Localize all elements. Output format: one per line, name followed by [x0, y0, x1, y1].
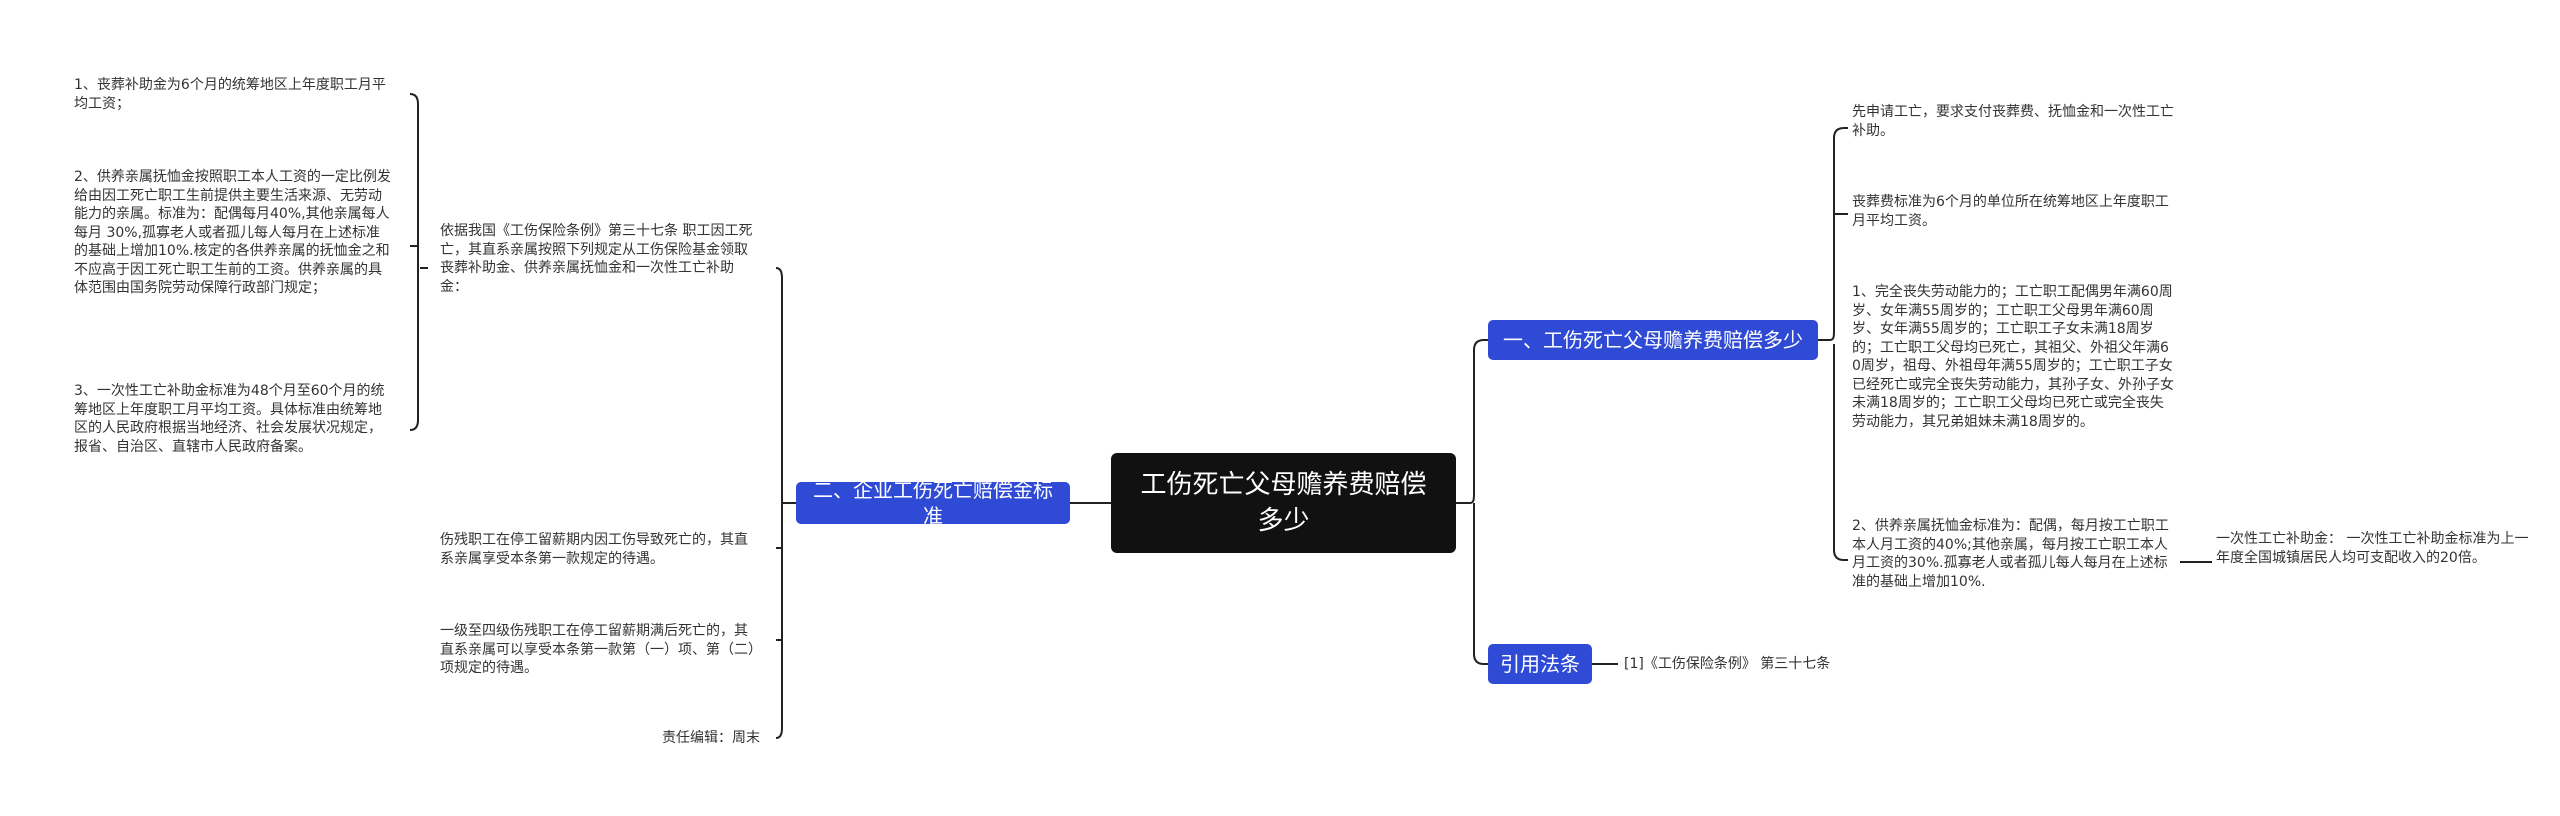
- connector-root-right: [1456, 339, 1488, 665]
- right1-sub-item: 一次性工亡补助金： 一次性工亡补助金标准为上一年度全国城镇居民人均可支配收入的2…: [2216, 531, 2529, 566]
- right1-item-4: 2、供养亲属抚恤金标准为：配偶，每月按工亡职工本人月工资的40%;其他亲属，每月…: [1852, 518, 2169, 590]
- left-intro-item-1: 1、丧葬补助金为6个月的统筹地区上年度职工月平均工资；: [74, 77, 386, 112]
- root-topic-label: 工伤死亡父母赡养费赔偿多少: [1140, 470, 1427, 536]
- reference-law-item: [1]《工伤保险条例》 第三十七条: [1624, 656, 1831, 672]
- right1-item-1: 先申请工亡，要求支付丧葬费、抚恤金和一次性工亡补助。: [1852, 104, 2174, 139]
- branch-left-label: 二、企业工伤死亡赔偿金标准: [813, 478, 1053, 528]
- branch-right-2-label: 引用法条: [1500, 652, 1580, 676]
- right1-item-3: 1、完全丧失劳动能力的；工亡职工配偶男年满60周岁、女年满55周岁的；工亡职工父…: [1852, 284, 2174, 430]
- bracket-right-branch-1: [1818, 127, 1848, 561]
- bracket-intro-items: [409, 93, 428, 431]
- left-intro-item-2: 2、供养亲属抚恤金按照职工本人工资的一定比例发给由因工死亡职工生前提供主要生活来…: [74, 169, 391, 296]
- left-intro-text: 依据我国《工伤保险条例》第三十七条 职工因工死亡，其直系亲属按照下列规定从工伤保…: [440, 223, 753, 295]
- branch-right-1[interactable]: 一、工伤死亡父母赡养费赔偿多少: [1488, 320, 1818, 360]
- branch-right-2[interactable]: 引用法条: [1488, 644, 1592, 684]
- right1-item-2: 丧葬费标准为6个月的单位所在统筹地区上年度职工月平均工资。: [1852, 194, 2169, 229]
- editor-credit: 责任编辑：周末: [662, 730, 760, 746]
- branch-left[interactable]: 二、企业工伤死亡赔偿金标准: [796, 478, 1070, 528]
- bracket-left-branch: [775, 267, 796, 739]
- branch-right-1-label: 一、工伤死亡父母赡养费赔偿多少: [1503, 328, 1803, 352]
- left-intro-item-3: 3、一次性工亡补助金标准为48个月至60个月的统筹地区上年度职工月平均工资。具体…: [74, 383, 385, 455]
- root-topic[interactable]: 工伤死亡父母赡养费赔偿多少: [1111, 453, 1456, 553]
- left-item-level: 一级至四级伤残职工在停工留薪期满后死亡的，其直系亲属可以享受本条第一款第（一）项…: [440, 623, 755, 676]
- left-item-disabled: 伤残职工在停工留薪期内因工伤导致死亡的，其直系亲属享受本条第一款规定的待遇。: [440, 532, 748, 567]
